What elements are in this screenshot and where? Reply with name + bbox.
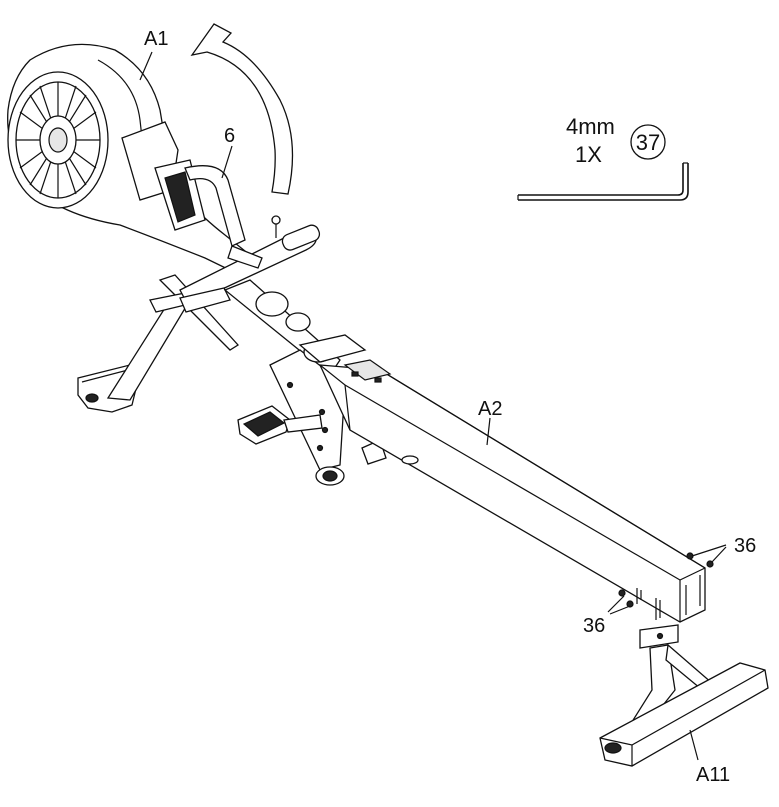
tool-size-label: 4mm (566, 114, 615, 139)
fan-housing-a1 (7, 43, 251, 276)
label-part-6: 6 (224, 125, 235, 147)
handle-bar-part-6 (179, 165, 321, 313)
tool-quantity-label: 1X (575, 142, 602, 167)
leader-lines (139, 51, 727, 761)
label-a2: A2 (478, 398, 502, 420)
allen-key-icon (517, 162, 689, 201)
label-a1: A1 (144, 28, 168, 50)
tool-part-number: 37 (636, 130, 660, 155)
rail-a2 (318, 359, 706, 623)
label-a11: A11 (696, 764, 730, 786)
label-screw-36-top: 36 (734, 535, 756, 557)
label-screw-36-bottom: 36 (583, 615, 605, 637)
part-number-circle (630, 124, 666, 160)
rotation-arrow-icon (190, 23, 294, 195)
screws-36 (618, 552, 714, 620)
rear-stabilizer-a11 (599, 624, 769, 767)
foot-pedal (237, 405, 323, 445)
